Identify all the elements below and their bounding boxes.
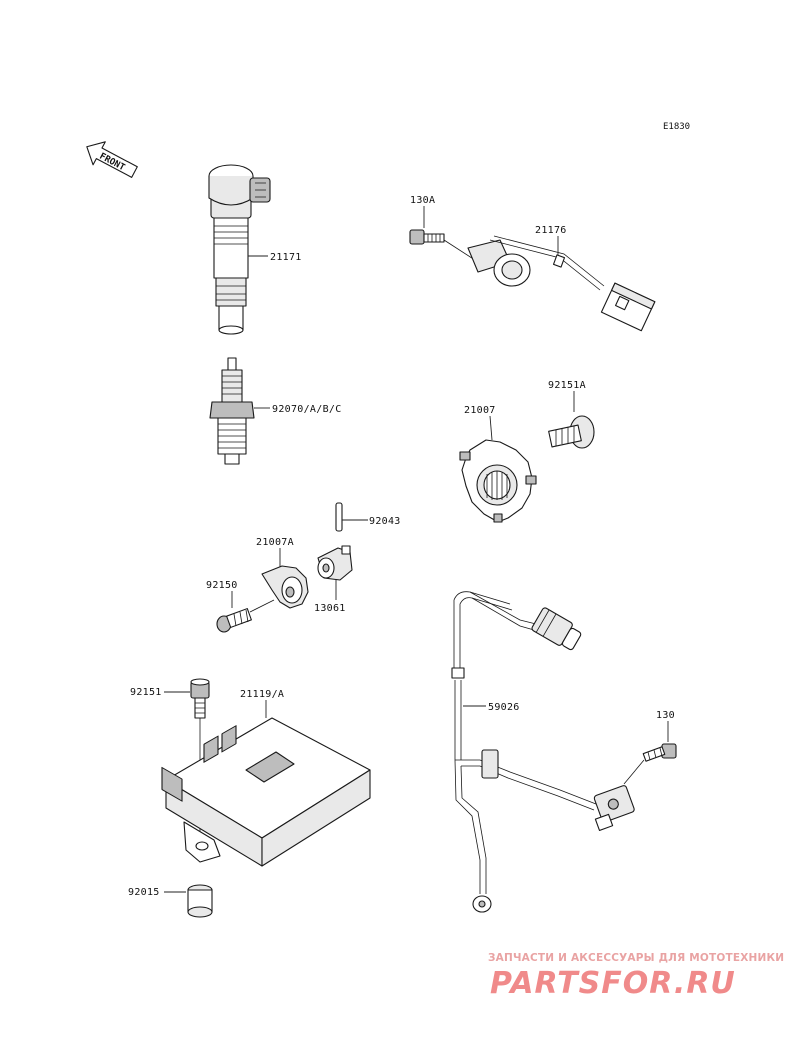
label-21176: 21176 (535, 225, 567, 236)
bolt-92151-drawing (190, 678, 210, 719)
ignition-coil-drawing (208, 164, 271, 335)
label-21007A: 21007A (256, 537, 294, 548)
label-92015: 92015 (128, 887, 160, 898)
watermark: ЗАПЧАСТИ И АКСЕССУАРЫ ДЛЯ МОТОТЕХНИКИ PA… (488, 952, 784, 1001)
damper-92015-drawing (187, 884, 213, 918)
label-130A: 130A (410, 195, 435, 206)
label-13061: 13061 (314, 603, 346, 614)
spark-plug-drawing (209, 357, 255, 465)
watermark-logo: PARTSFOR.RU (490, 966, 736, 1001)
bolt-130-drawing (642, 743, 677, 762)
collar-13061-drawing (317, 545, 353, 581)
igniter-drawing (161, 717, 371, 867)
pin-92043-drawing (335, 502, 343, 532)
label-92151: 92151 (130, 687, 162, 698)
label-21007: 21007 (464, 405, 496, 416)
label-130: 130 (656, 710, 675, 721)
label-21171: 21171 (270, 252, 302, 263)
bolt-130A-drawing (409, 229, 445, 245)
label-59026: 59026 (488, 702, 520, 713)
watermark-tagline: ЗАПЧАСТИ И АКСЕССУАРЫ ДЛЯ МОТОТЕХНИКИ (488, 952, 784, 964)
label-92150: 92150 (206, 580, 238, 591)
bolt-92150-drawing (216, 608, 252, 633)
rotor-21007A-drawing (261, 565, 309, 609)
label-92151A: 92151A (548, 380, 586, 391)
bolt-92151A-drawing (548, 415, 595, 449)
front-arrow-icon: FRONT (86, 141, 138, 178)
label-21119A: 21119/A (240, 689, 284, 700)
timing-rotor-drawing (459, 439, 537, 523)
crank-sensor-drawing (467, 235, 656, 332)
label-92070: 92070/A/B/C (272, 404, 342, 415)
label-92043: 92043 (369, 516, 401, 527)
wiring-harness-drawing (451, 591, 635, 913)
diagram-code: E1830 (663, 122, 690, 132)
